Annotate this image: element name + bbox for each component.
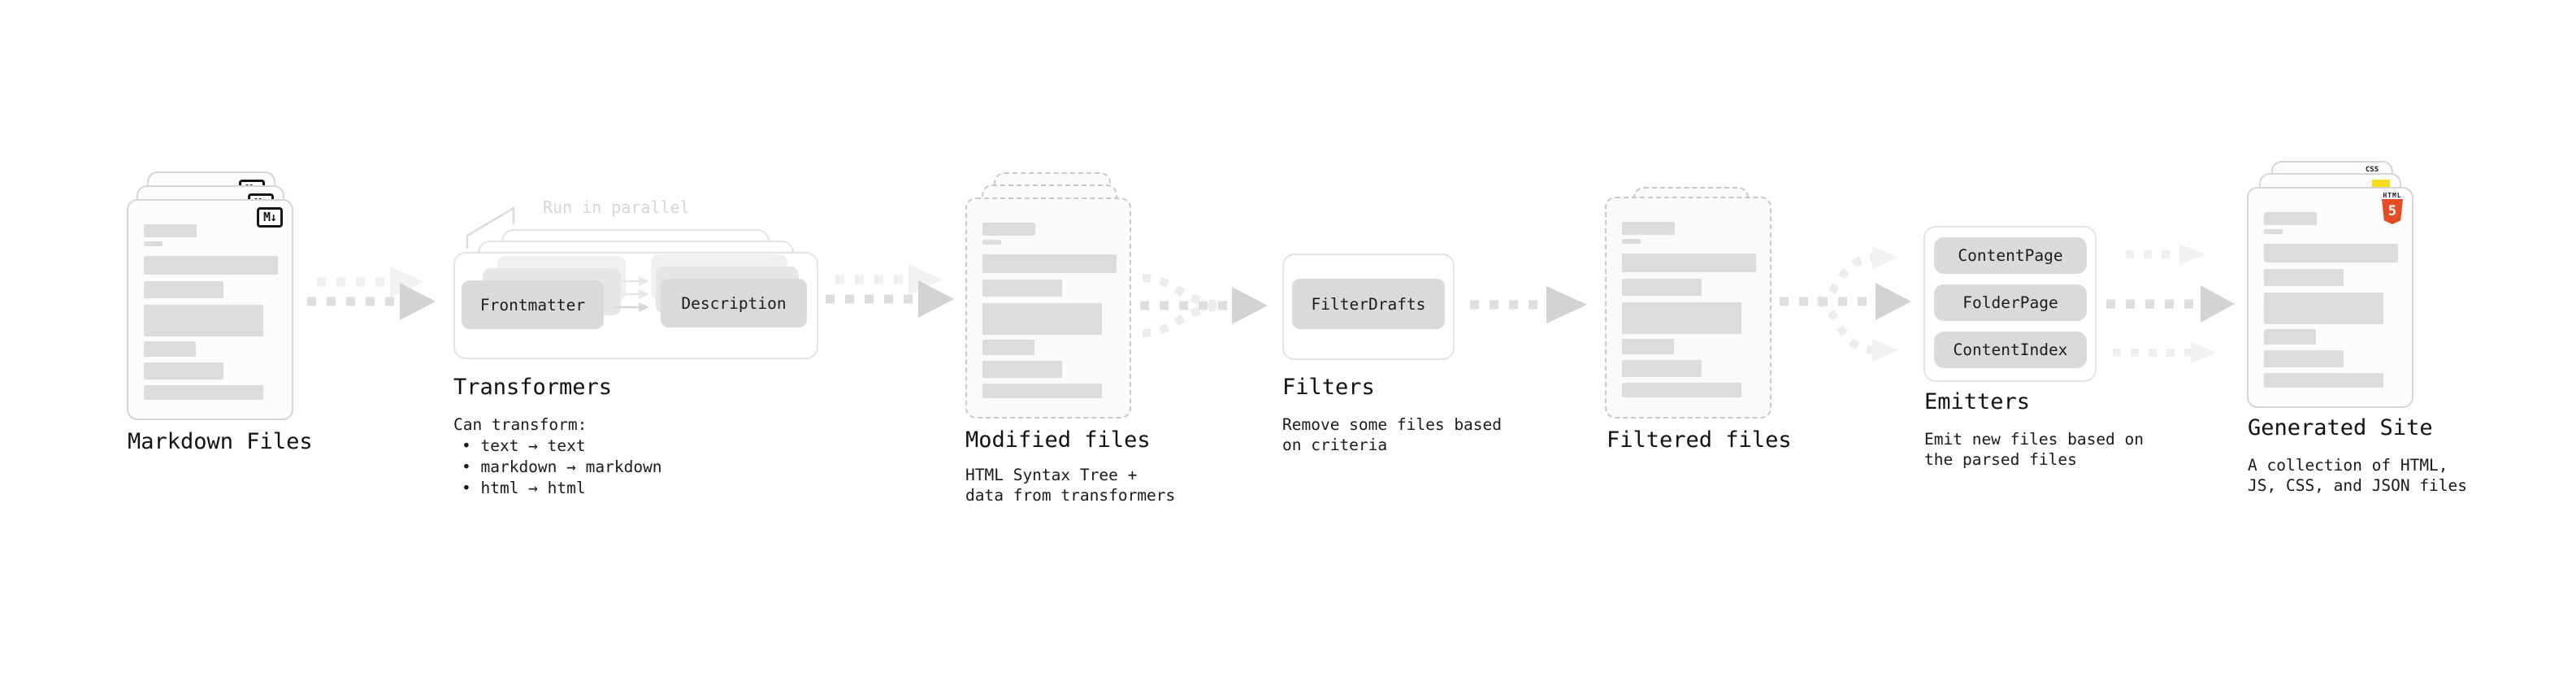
emitters-title: Emitters: [1924, 389, 2031, 414]
modified-files-stack: [965, 172, 1134, 421]
emitters-caption: Emit new files based on the parsed files: [1924, 430, 2144, 469]
filtered-file-card-front: [1605, 197, 1772, 419]
bullet-item: text → text: [462, 436, 662, 457]
text-line-placeholder: [2264, 329, 2316, 345]
text-line-placeholder: [1622, 239, 1641, 244]
text-line-placeholder: [1622, 383, 1741, 397]
parallel-mini-arrows: [614, 276, 649, 312]
text-line-placeholder: [982, 280, 1062, 297]
text-line-placeholder: [982, 361, 1062, 378]
transformers-caption: Can transform:: [453, 415, 588, 434]
modified-files-caption: HTML Syntax Tree + data from transformer…: [965, 466, 1176, 505]
arrow-transformers-to-modified: [826, 264, 954, 318]
text-line-placeholder: [144, 385, 263, 400]
text-line-placeholder: [1622, 222, 1675, 235]
text-line-placeholder: [144, 341, 196, 357]
text-line-placeholder: [2264, 244, 2398, 262]
folderpage-pill: FolderPage: [1934, 284, 2087, 321]
filterdrafts-pill: FilterDrafts: [1292, 279, 1445, 329]
filters-title: Filters: [1282, 375, 1375, 400]
contentindex-pill: ContentIndex: [1934, 332, 2087, 368]
generated-site-title: Generated Site: [2248, 415, 2433, 440]
description-pill: Description: [661, 279, 807, 327]
run-in-parallel-note: Run in parallel: [543, 197, 690, 217]
bullet-item: html → html: [462, 478, 662, 499]
text-line-placeholder: [2264, 373, 2383, 388]
filters-caption: Remove some files based on criteria: [1282, 415, 1503, 454]
text-line-placeholder: [982, 240, 1001, 245]
text-line-placeholder: [2264, 229, 2283, 234]
arrow-emitters-to-generated: [2106, 244, 2235, 363]
markdown-files-title: Markdown Files: [128, 429, 313, 454]
generated-file-card-front: HTML 5: [2247, 187, 2413, 408]
text-line-placeholder: [1622, 302, 1741, 334]
text-line-placeholder: [1622, 339, 1674, 354]
frontmatter-pill: Frontmatter: [462, 280, 604, 329]
text-line-placeholder: [144, 305, 263, 336]
text-line-placeholder: [982, 254, 1117, 273]
text-line-placeholder: [144, 256, 278, 275]
text-line-placeholder: [1622, 360, 1702, 377]
modified-files-title: Modified files: [965, 427, 1151, 453]
arrow-filters-to-filtered: [1470, 286, 1587, 323]
transformers-title: Transformers: [453, 375, 613, 400]
text-line-placeholder: [2264, 293, 2383, 324]
contentpage-pill: ContentPage: [1934, 237, 2087, 274]
markdown-files-stack: M↓ M↓ M↓: [126, 171, 298, 420]
text-line-placeholder: [144, 281, 223, 298]
text-line-placeholder: [2264, 350, 2344, 367]
text-line-placeholder: [1622, 279, 1702, 296]
markdown-file-card-front: M↓: [127, 199, 293, 420]
markdown-icon: M↓: [256, 207, 283, 228]
arrow-filtered-to-emitters: [1780, 246, 1911, 362]
arrow-modified-to-filters: [1140, 274, 1268, 337]
transformers-bullet-list: text → text markdown → markdown html → h…: [462, 436, 662, 499]
arrow-markdown-to-transformers: [307, 267, 436, 320]
text-line-placeholder: [2264, 212, 2317, 225]
text-line-placeholder: [982, 340, 1034, 355]
text-line-placeholder: [1622, 254, 1756, 272]
filtered-files-title: Filtered files: [1607, 427, 1792, 453]
run-in-parallel-leader-line: [466, 206, 515, 249]
text-line-placeholder: [144, 224, 197, 237]
generated-site-stack: CSS HTML 5: [2247, 161, 2416, 410]
html5-icon: HTML 5: [2382, 192, 2403, 224]
text-line-placeholder: [144, 362, 223, 380]
bullet-item: markdown → markdown: [462, 457, 661, 478]
filtered-files-stack: [1605, 187, 1774, 421]
text-line-placeholder: [2264, 269, 2344, 286]
generated-site-caption: A collection of HTML, JS, CSS, and JSON …: [2248, 456, 2468, 495]
text-line-placeholder: [982, 303, 1102, 335]
modified-file-card-front: [965, 197, 1131, 419]
text-line-placeholder: [144, 241, 163, 246]
text-line-placeholder: [982, 223, 1035, 236]
text-line-placeholder: [982, 384, 1102, 398]
